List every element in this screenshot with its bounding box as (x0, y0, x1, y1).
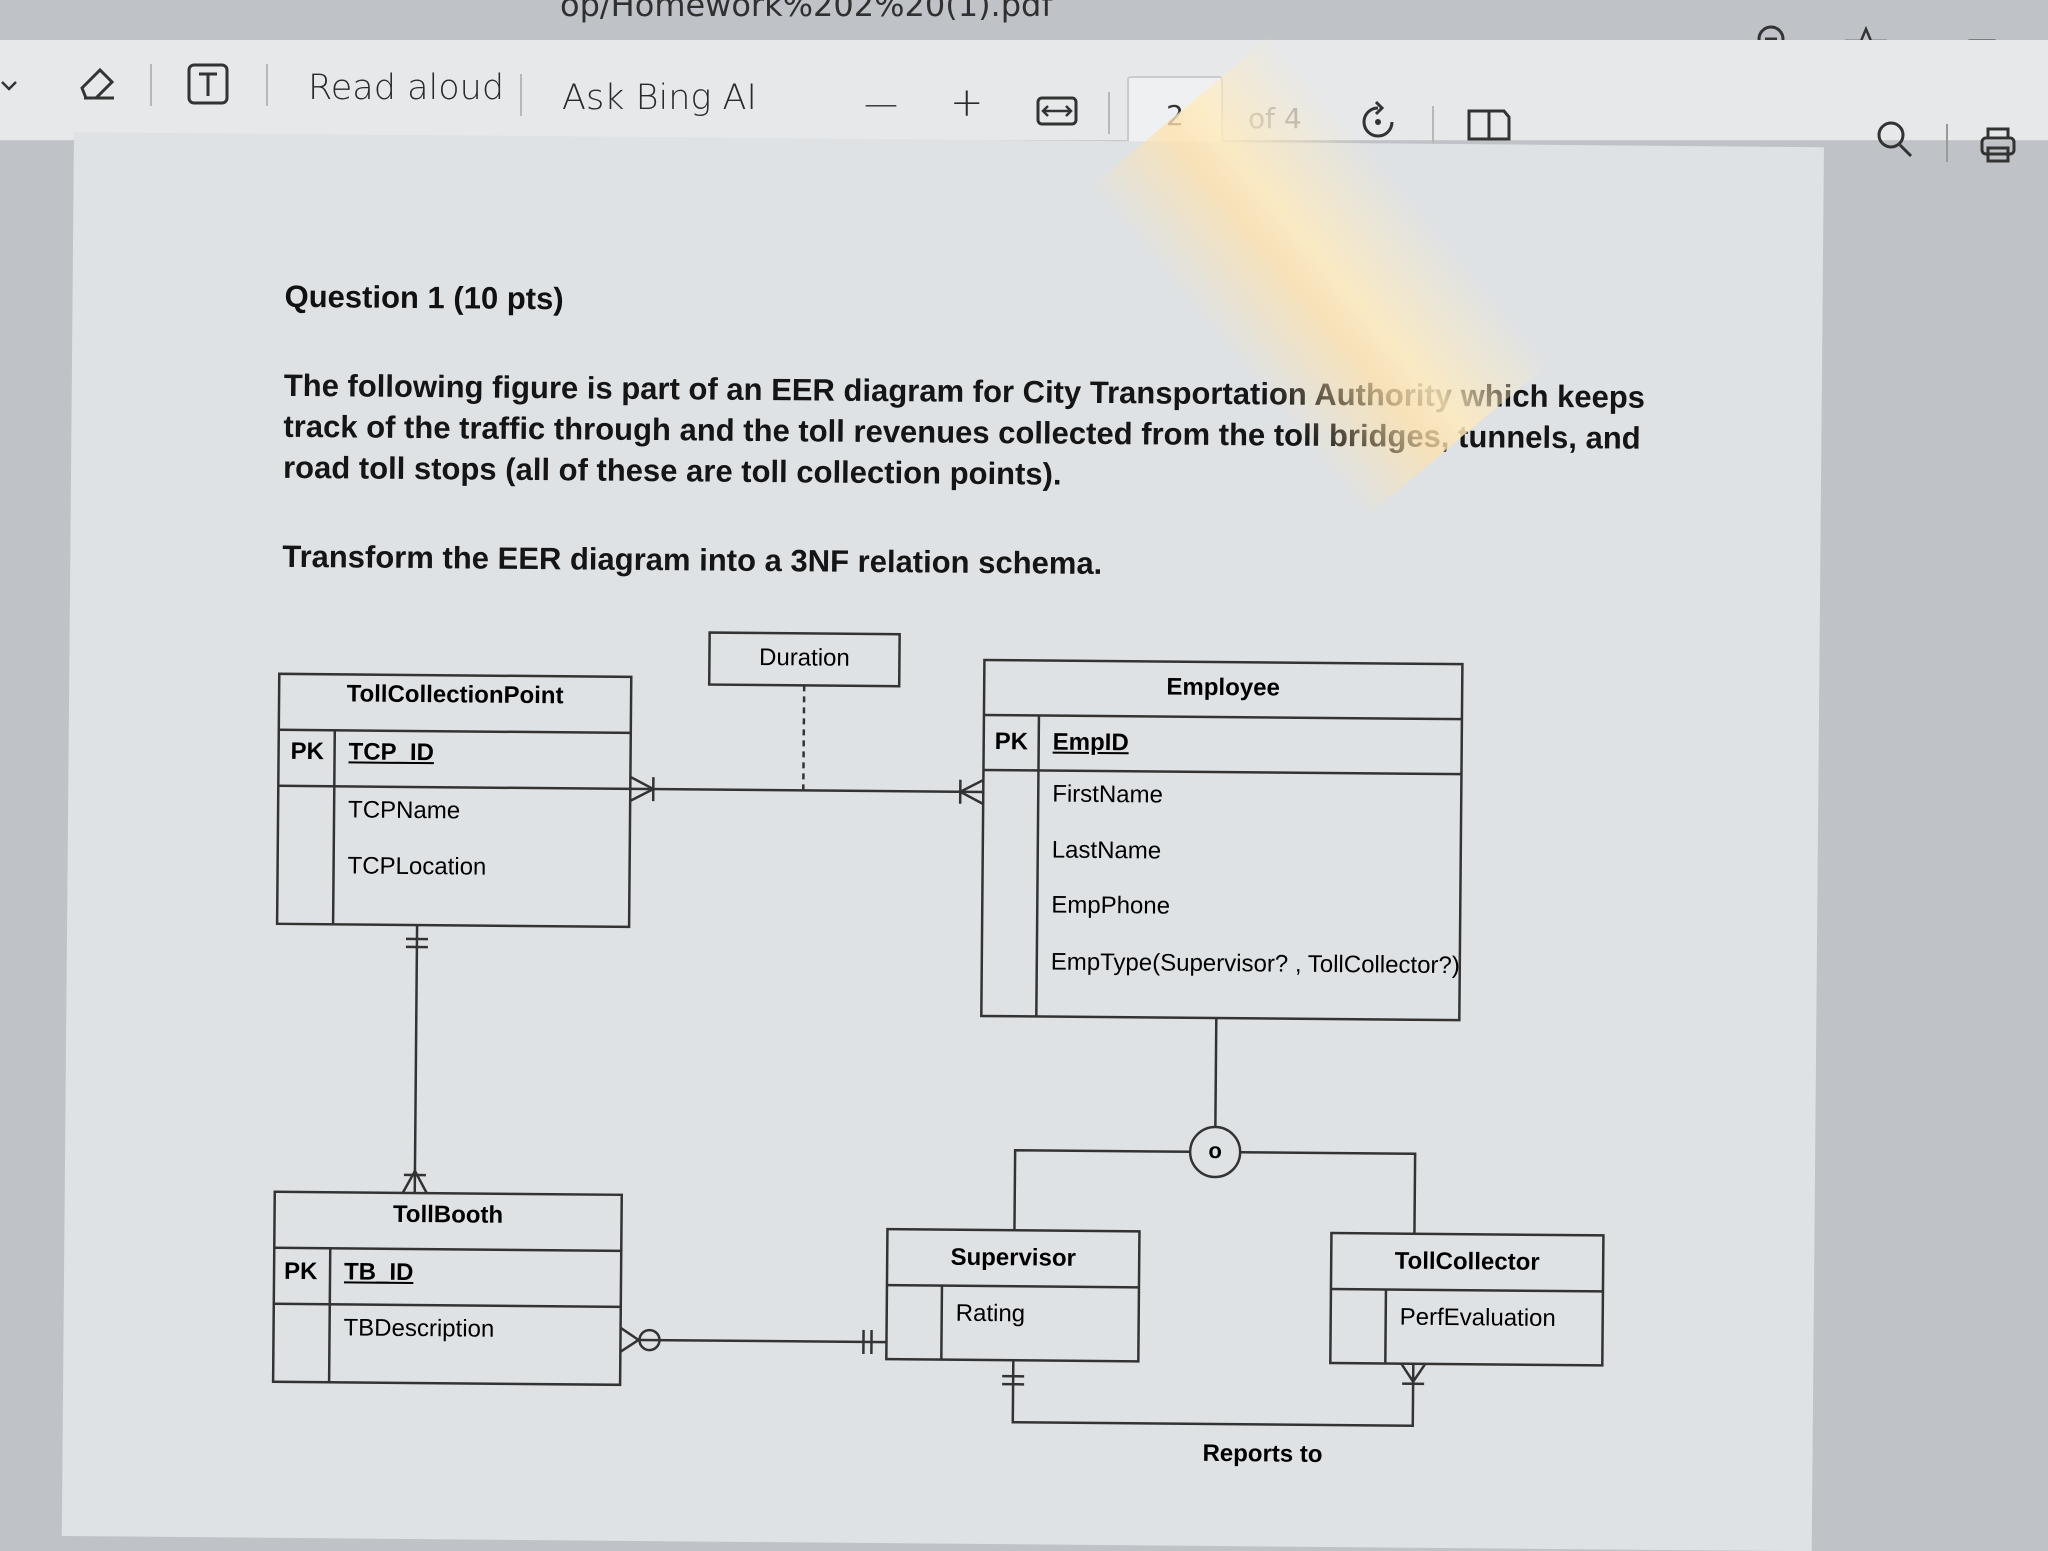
eraser-icon[interactable] (76, 62, 118, 104)
read-aloud-button[interactable]: Read aloud (308, 68, 504, 108)
attribute: LastName (1052, 837, 1162, 866)
attribute: TCPLocation (347, 852, 486, 881)
attribute: TCPName (348, 796, 460, 825)
chevron-down-icon[interactable] (0, 76, 20, 96)
rotate-icon[interactable] (1356, 100, 1400, 144)
ask-bing-button[interactable]: Ask Bing AI (562, 78, 757, 118)
zoom-in-button[interactable]: + (950, 80, 984, 126)
associative-entity-duration: Duration (709, 644, 899, 674)
pk-field: TCP_ID (348, 738, 434, 767)
attribute: Rating (956, 1300, 1026, 1329)
disjoint-symbol: o (1201, 1138, 1229, 1164)
pk-label: PK (995, 728, 1029, 756)
zoom-out-button[interactable]: — (864, 84, 898, 124)
pdf-toolbar: Read aloud Ask Bing AI — + (0, 40, 2048, 141)
search-icon[interactable] (1876, 120, 1914, 160)
attribute: PerfEvaluation (1400, 1304, 1556, 1333)
eer-diagram (62, 132, 1824, 1551)
print-icon[interactable] (1978, 126, 2018, 164)
url-title: op/Homework%202%20(1).pdf (560, 0, 1053, 24)
attribute: EmpPhone (1051, 892, 1170, 921)
pdf-page: Question 1 (10 pts) The following figure… (62, 132, 1824, 1551)
pk-label: PK (284, 1258, 318, 1286)
entity-title-supervisor: Supervisor (887, 1243, 1139, 1273)
attribute: TBDescription (343, 1314, 494, 1343)
attribute: FirstName (1052, 781, 1163, 810)
relationship-label: Reports to (1202, 1440, 1322, 1469)
attribute: EmpType(Supervisor? , TollCollector?) (1051, 949, 1460, 981)
entity-title-tollcollector: TollCollector (1331, 1247, 1603, 1277)
entity-title-employee: Employee (984, 672, 1462, 704)
fit-width-icon[interactable] (1036, 96, 1078, 126)
text-box-icon[interactable] (186, 62, 230, 106)
two-page-icon[interactable] (1466, 106, 1512, 144)
entity-title-tollcollectionpoint: TollCollectionPoint (279, 680, 631, 711)
pk-field: TB_ID (344, 1258, 414, 1287)
pk-label: PK (290, 738, 324, 766)
page-total: of 4 (1248, 102, 1302, 135)
entity-title-tollbooth: TollBooth (274, 1200, 621, 1231)
pk-field: EmpID (1053, 729, 1129, 758)
